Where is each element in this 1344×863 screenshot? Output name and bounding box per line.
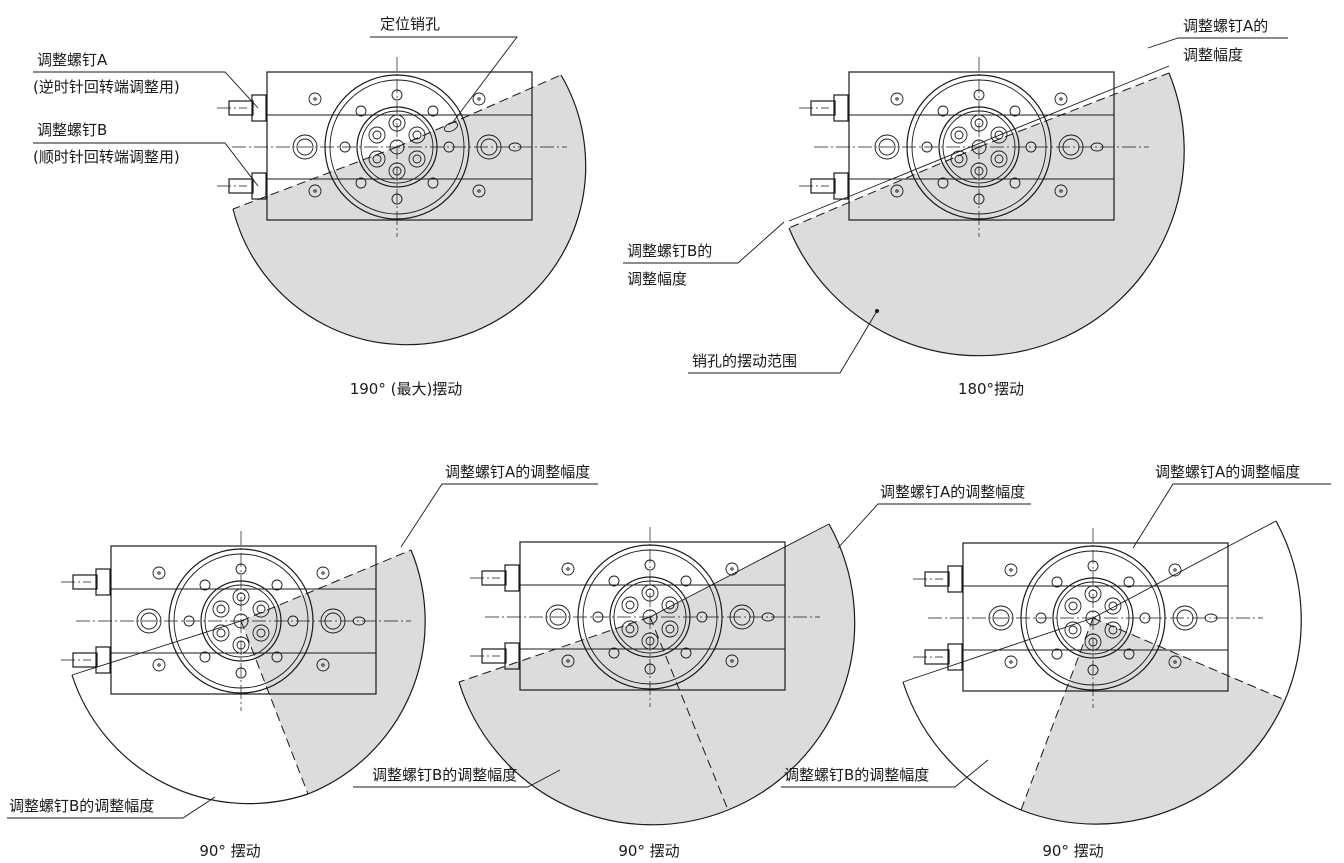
label-screw-a-range: 调整螺钉A的调整幅度 [1155,463,1300,481]
figure-90-swing-a: 调整螺钉A的调整幅度 调整螺钉B的调整幅度 90° 摆动 [7,463,598,860]
label-screw-a-range: 调整螺钉A的调整幅度 [880,483,1025,501]
figure-90-swing-c: 调整螺钉A的调整幅度 调整螺钉B的调整幅度 90° 摆动 [781,463,1331,860]
label-screw-b: 调整螺钉B [37,121,107,139]
caption-90-a: 90° 摆动 [199,842,260,860]
label-locating-pin-hole: 定位销孔 [380,15,440,33]
label-screw-b-note: (顺时针回转端调整用) [33,148,180,166]
figure-90-swing-b: 调整螺钉A的调整幅度 调整螺钉B的调整幅度 90° 摆动 [353,483,1031,860]
label-screw-a-note: (逆时针回转端调整用) [33,78,180,96]
label-screw-a-range-line1: 调整螺钉A的 [1183,17,1268,35]
figure-190-swing: 定位销孔 调整螺钉A (逆时针回转端调整用) 调整螺钉B (顺时针回转端调整用)… [33,15,587,398]
figure-180-swing: 调整螺钉A的 调整幅度 调整螺钉B的 调整幅度 销孔的摆动范围 180°摆动 [623,17,1288,398]
label-screw-a: 调整螺钉A [37,51,108,69]
label-screw-a-range-line2: 调整幅度 [1183,46,1243,64]
label-pin-swing-range: 销孔的摆动范围 [692,352,797,370]
caption-90-b: 90° 摆动 [618,842,679,860]
label-screw-b-range: 调整螺钉B的调整幅度 [784,766,929,784]
locating-pin-hole-mark [443,121,459,133]
pin-swing-range-area [241,550,426,794]
label-screw-b-range: 调整螺钉B的调整幅度 [372,766,517,784]
pin-swing-range-area [789,73,1185,356]
caption-90-c: 90° 摆动 [1042,842,1103,860]
label-screw-b-range-line1: 调整螺钉B的 [627,242,712,260]
label-screw-a-range: 调整螺钉A的调整幅度 [445,463,590,481]
pin-swing-range-area [1021,618,1285,825]
label-screw-b-range: 调整螺钉B的调整幅度 [9,797,154,815]
pin-swing-range-area [233,75,586,345]
caption-180: 180°摆动 [958,380,1024,398]
caption-190: 190° (最大)摆动 [350,380,463,398]
pin-swing-range-area [459,524,855,825]
label-screw-b-range-line2: 调整幅度 [627,270,687,288]
